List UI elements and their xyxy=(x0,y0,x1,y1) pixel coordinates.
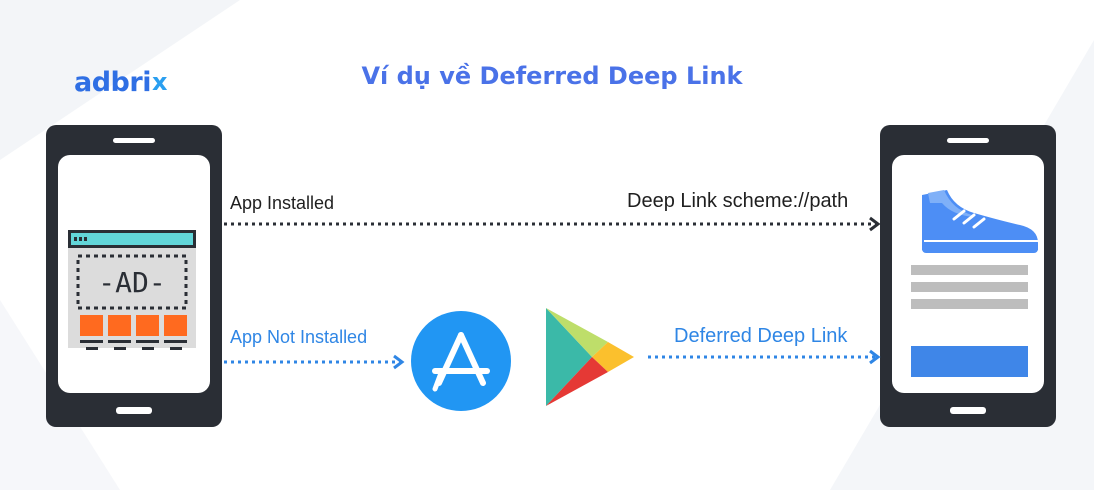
phone-screen: -AD- xyxy=(58,155,210,393)
diagram-title: Ví dụ về Deferred Deep Link xyxy=(361,62,743,90)
ad-block xyxy=(80,315,103,336)
logo-x-mark: x xyxy=(151,68,168,96)
ad-block xyxy=(164,315,187,336)
content-button xyxy=(911,346,1028,377)
sneaker-icon xyxy=(922,190,1038,253)
content-line xyxy=(911,265,1028,275)
ad-text: -AD- xyxy=(98,266,165,299)
content-line xyxy=(911,282,1028,292)
source-phone: -AD- xyxy=(46,125,222,427)
adbrix-logo: adbri x xyxy=(74,62,194,102)
app-not-installed-label: App Not Installed xyxy=(230,327,368,347)
logo-wordmark: adbri xyxy=(74,66,151,98)
app-store-icon xyxy=(411,311,511,411)
ad-illustration: -AD- xyxy=(68,230,196,350)
phone-home-button xyxy=(950,407,986,414)
content-line xyxy=(911,299,1028,309)
ad-block xyxy=(108,315,131,336)
phone-speaker xyxy=(113,138,155,143)
deep-link-label: Deep Link scheme://path xyxy=(627,190,849,212)
deferred-deep-link-label: Deferred Deep Link xyxy=(674,325,848,347)
app-content-illustration xyxy=(911,190,1038,377)
ad-block xyxy=(136,315,159,336)
phone-screen xyxy=(892,155,1044,393)
destination-phone xyxy=(880,125,1056,427)
google-play-icon xyxy=(546,308,634,406)
phone-speaker xyxy=(947,138,989,143)
phone-home-button xyxy=(116,407,152,414)
app-installed-label: App Installed xyxy=(230,193,335,213)
